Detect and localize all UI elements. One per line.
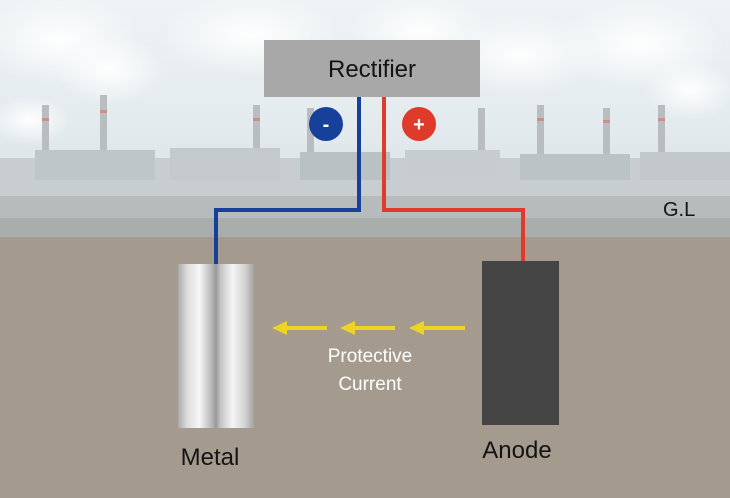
negative-sign: - — [323, 114, 330, 136]
protective-current-arrows — [272, 321, 465, 335]
rectifier-box: Rectifier — [264, 40, 480, 97]
soil-layer — [0, 237, 730, 498]
factory-buildings — [0, 148, 730, 240]
anode-block — [482, 261, 559, 425]
factory-chimneys — [42, 95, 665, 160]
positive-sign: + — [413, 114, 425, 136]
rectifier-label: Rectifier — [328, 56, 416, 83]
protective-current-line2: Current — [338, 374, 402, 395]
ground-level-label: G.L — [663, 199, 695, 221]
metal-structure — [178, 264, 254, 428]
current-arrow-1 — [272, 321, 327, 335]
metal-label: Metal — [181, 444, 240, 471]
negative-wire — [214, 97, 361, 266]
current-arrow-2 — [340, 321, 395, 335]
anode-label: Anode — [482, 437, 551, 464]
protective-current-line1: Protective — [328, 346, 412, 367]
positive-terminal: + — [402, 107, 436, 141]
positive-wire — [382, 97, 525, 263]
current-arrow-3 — [409, 321, 465, 335]
smoke-clouds — [0, 0, 730, 145]
negative-terminal: - — [309, 107, 343, 141]
